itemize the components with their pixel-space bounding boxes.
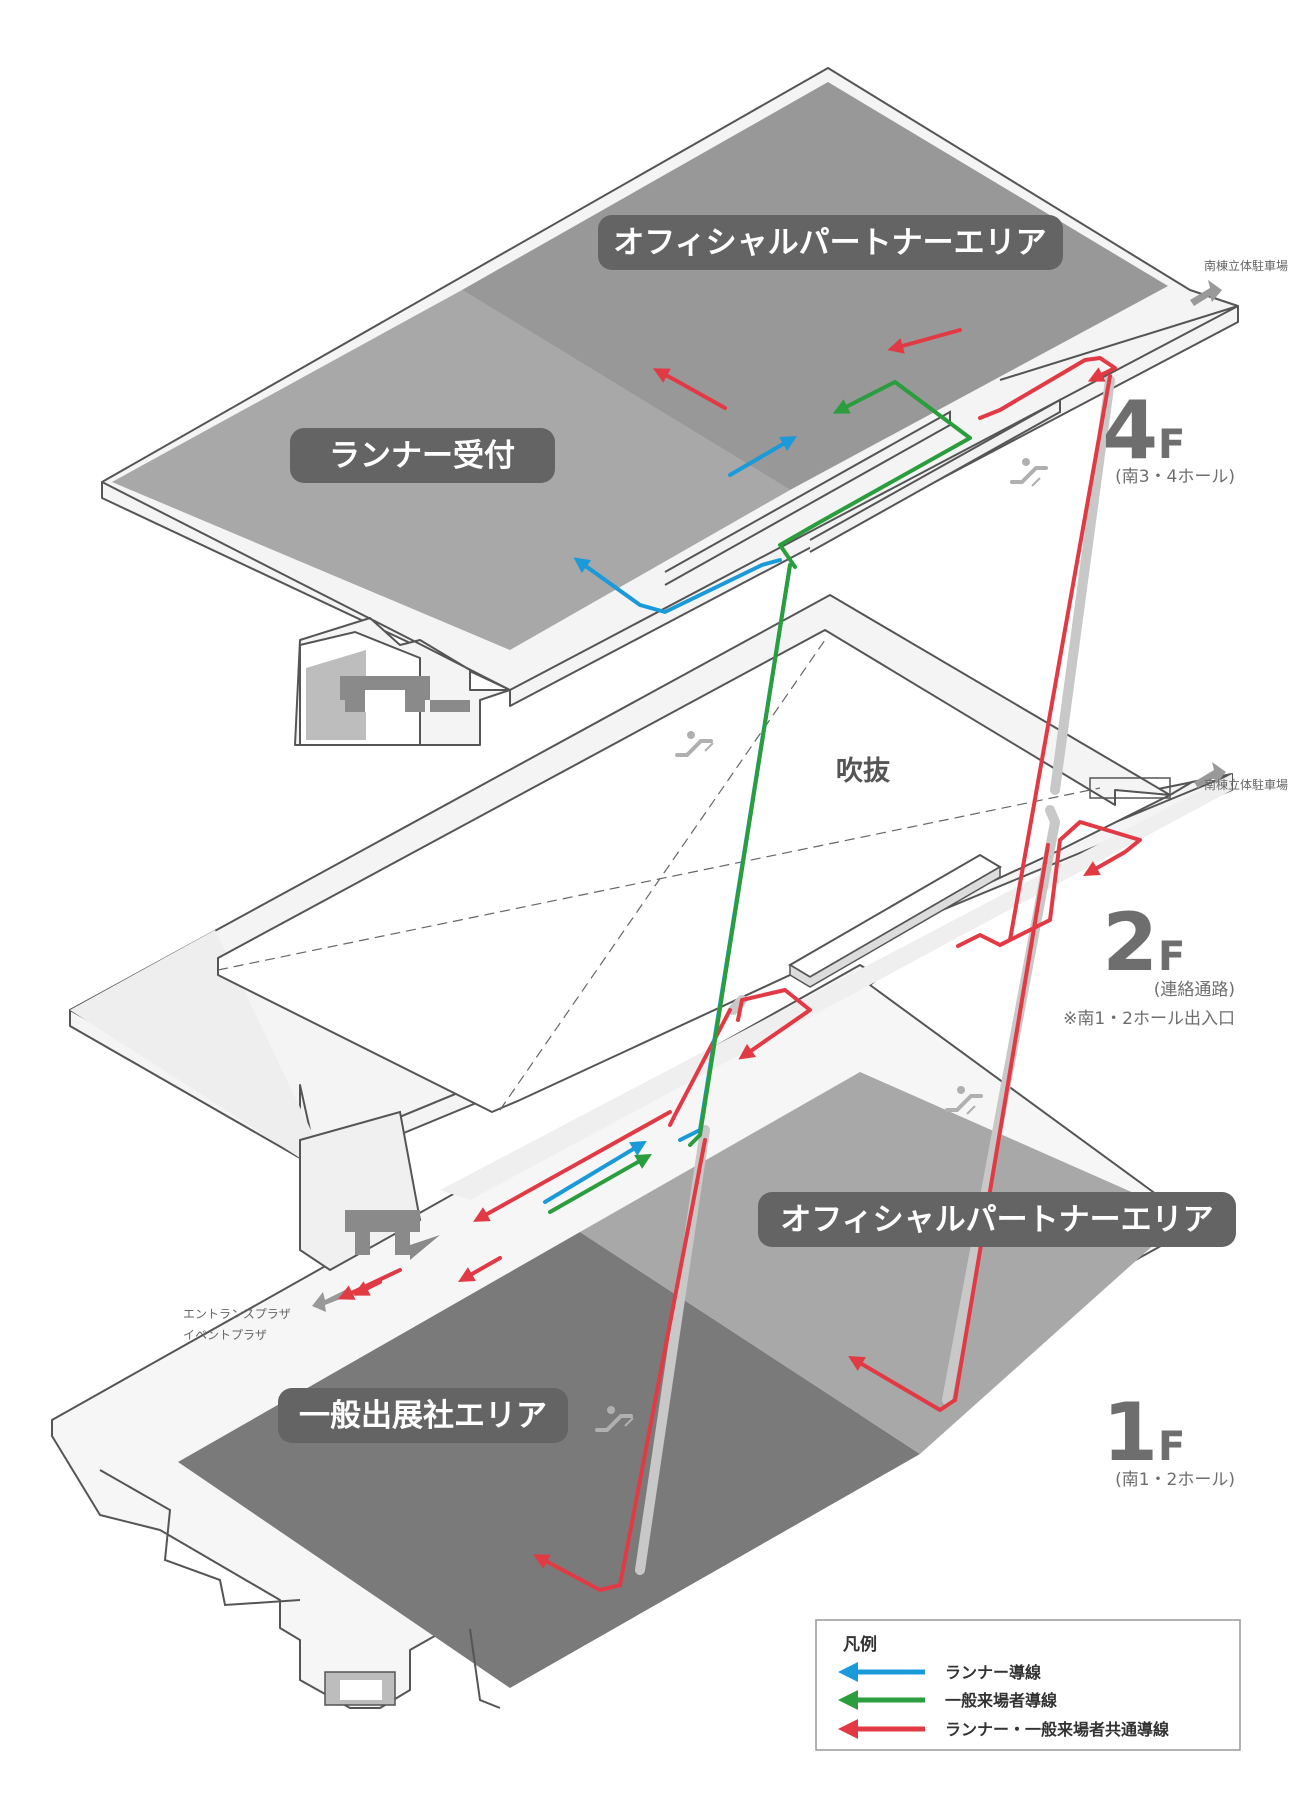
legend-item-runner: ランナー導線: [945, 1663, 1041, 1682]
escalator-icon: [1010, 458, 1048, 487]
floor-suffix: F: [1158, 934, 1185, 980]
floor-number: 1: [1102, 1386, 1158, 1479]
floor-1f-exhibitor-area: [178, 1232, 920, 1688]
floor-4f-partner-area: [462, 82, 1168, 490]
escalator-icon: [945, 1086, 983, 1115]
parking-arrow-icon: [1190, 280, 1222, 306]
area-label-1f-exhibitor: 一般出展社エリア: [278, 1388, 568, 1443]
area-label-4f-reception: ランナー受付: [290, 428, 555, 483]
floor-1f: [51, 964, 1187, 1709]
legend-item-shared: ランナー・一般来場者共通導線: [945, 1720, 1169, 1739]
entrance-label-line2: イベントプラザ: [183, 1328, 267, 1342]
floor-label-1f: 1 F (南1・2ホール): [1102, 1386, 1235, 1490]
escalator-icon: [675, 731, 714, 757]
route-visitor: [548, 380, 972, 1214]
escalator-icon: [595, 1406, 634, 1432]
area-label-text: ランナー受付: [329, 438, 515, 474]
parking-label-2f: 南棟立体駐車場: [1204, 777, 1288, 792]
floor-2f: [69, 594, 1233, 1272]
entrance-label-line1: エントランスプラザ: [183, 1307, 291, 1321]
area-label-text: オフィシャルパートナーエリア: [780, 1202, 1213, 1238]
floor-4f: [101, 67, 1239, 746]
floor-number: 2: [1102, 896, 1158, 989]
void-label: 吹抜: [836, 756, 891, 787]
floor-subtitle: (連絡通路): [1154, 980, 1235, 1000]
area-label-4f-partner: オフィシャルパートナーエリア: [598, 215, 1063, 270]
floor-suffix: F: [1158, 422, 1185, 468]
floor-suffix: F: [1158, 1424, 1185, 1470]
area-label-text: オフィシャルパートナーエリア: [613, 225, 1046, 261]
floor-note: ※南1・2ホール出入口: [1063, 1009, 1235, 1029]
floor-number: 4: [1102, 384, 1158, 477]
parking-label-4f: 南棟立体駐車場: [1204, 258, 1288, 273]
floor-label-2f: 2 F (連絡通路) ※南1・2ホール出入口: [1063, 896, 1235, 1029]
floor-subtitle: (南1・2ホール): [1115, 1470, 1235, 1490]
floor-1f-partner-area: [580, 1072, 1186, 1454]
legend-item-visitor: 一般来場者導線: [945, 1691, 1057, 1710]
floor-2f-void: [217, 629, 1171, 1113]
legend: 凡例 ランナー導線 一般来場者導線 ランナー・一般来場者共通導線: [815, 1619, 1241, 1751]
legend-title: 凡例: [843, 1634, 877, 1655]
parking-arrow-icon: [1194, 762, 1226, 788]
area-label-text: 一般出展社エリア: [299, 1398, 547, 1434]
route-shared: [337, 328, 1142, 1592]
area-label-1f-partner: オフィシャルパートナーエリア: [758, 1192, 1236, 1247]
floor-subtitle: (南3・4ホール): [1115, 467, 1235, 487]
floor-label-4f: 4 F (南3・4ホール): [1102, 384, 1235, 487]
